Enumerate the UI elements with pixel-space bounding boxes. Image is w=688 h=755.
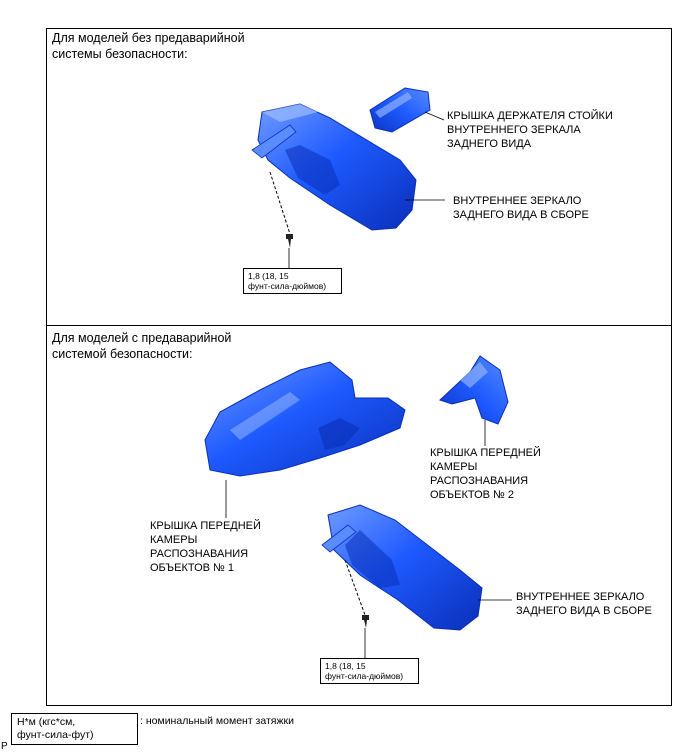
mirror-assembly-label-1: ВНУТРЕННЕЕ ЗЕРКАЛО ЗАДНЕГО ВИДА В СБОРЕ (453, 195, 589, 221)
mirror-assembly-1 (251, 103, 417, 231)
torque-unit-legend: Н*м (кгс*см, фунт-сила-фут) (11, 713, 138, 745)
mirror-assembly-2 (321, 504, 483, 631)
screw-icon-1 (286, 234, 293, 248)
torque-legend-description: : номинальный момент затяжки (140, 715, 294, 727)
camera-cover-1 (204, 361, 406, 477)
camera-cover-2-label: КРЫШКА ПЕРЕДНЕЙ КАМЕРЫ РАСПОЗНАВАНИЯ ОБЪ… (430, 447, 541, 501)
panel-with-pre-collision (46, 325, 672, 706)
bolt-leader-1 (269, 171, 291, 235)
camera-cover-1-label: КРЫШКА ПЕРЕДНЕЙ КАМЕРЫ РАСПОЗНАВАНИЯ ОБЪ… (150, 520, 261, 574)
panel2-heading: Для моделей с предаварийной системой без… (52, 331, 232, 361)
stay-cover-label: КРЫШКА ДЕРЖАТЕЛЯ СТОЙКИ ВНУТРЕННЕГО ЗЕРК… (447, 110, 613, 150)
corner-code: P (1, 741, 8, 752)
torque-value-2: 1,8 (18, 15 фунт-сила-дюймов) (320, 658, 419, 684)
mirror-assembly-label-2: ВНУТРЕННЕЕ ЗЕРКАЛО ЗАДНЕГО ВИДА В СБОРЕ (516, 591, 652, 617)
torque-value-1: 1,8 (18, 15 фунт-сила-дюймов) (243, 268, 342, 294)
stay-cover (369, 87, 431, 133)
panel1-heading: Для моделей без предаварийной системы бе… (52, 31, 245, 61)
screw-icon-2 (362, 615, 369, 628)
camera-cover-2 (439, 355, 509, 425)
